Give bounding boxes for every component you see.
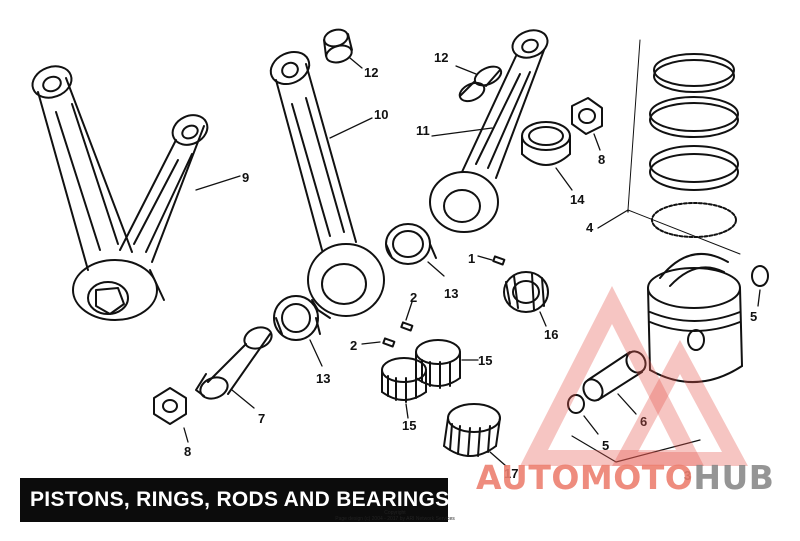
copyright-line-1: Copyright xyxy=(384,510,406,516)
copyright-notice: Copyright Page design (c) 2004 - 2017 by… xyxy=(330,510,460,522)
callout-8-lower: 8 xyxy=(184,444,191,459)
callout-4: 4 xyxy=(586,220,594,235)
bearing-race-13-upper xyxy=(385,223,445,277)
callout-bracket-3 xyxy=(571,435,701,463)
bearing-race-13-lower xyxy=(273,295,323,367)
watermark-word-1: AUTO xyxy=(476,458,580,497)
callout-15-right: 15 xyxy=(478,353,492,368)
key-1 xyxy=(477,255,506,266)
connecting-rod-10 xyxy=(269,50,385,319)
callout-17: 17 xyxy=(504,466,518,481)
page-title: PISTONS, RINGS, RODS AND BEARINGS xyxy=(30,488,450,511)
connecting-rod-9 xyxy=(31,65,241,321)
cage-bearing-16 xyxy=(503,271,549,327)
connecting-rod-11 xyxy=(429,29,549,233)
callout-16: 16 xyxy=(544,327,558,342)
bearing-race-14 xyxy=(521,121,573,191)
callout-1: 1 xyxy=(468,251,475,266)
cage-bearing-15-a xyxy=(415,339,479,389)
key-2-b xyxy=(361,337,396,348)
watermark-logo-text: AUTOMOTOHUB xyxy=(476,458,774,497)
crank-pin-7 xyxy=(195,326,273,409)
callout-14: 14 xyxy=(570,192,585,207)
circlip-5-lower xyxy=(567,394,599,435)
callout-3: 3 xyxy=(684,468,691,483)
key-2-a xyxy=(400,301,414,332)
callout-7: 7 xyxy=(258,411,265,426)
circlip-5-right xyxy=(751,265,769,307)
callout-5-right: 5 xyxy=(750,309,757,324)
wrist-pin-6 xyxy=(582,350,647,415)
nut-8-lower xyxy=(153,387,189,443)
callout-12-right: 12 xyxy=(434,50,448,65)
callout-11: 11 xyxy=(416,123,430,138)
nut-8-top xyxy=(571,97,603,151)
watermark-word-2: MOTO xyxy=(579,458,694,497)
callout-2-upper: 2 xyxy=(410,290,417,305)
callout-15-lower: 15 xyxy=(402,418,416,433)
callout-5-lower: 5 xyxy=(602,438,609,453)
callout-8-top: 8 xyxy=(598,152,605,167)
callout-13-upper: 13 xyxy=(444,286,458,301)
callout-13-lower: 13 xyxy=(316,371,330,386)
bushing-12-top xyxy=(323,28,363,69)
callout-10: 10 xyxy=(374,107,388,122)
cage-bearing-15-b xyxy=(381,357,427,419)
callout-6: 6 xyxy=(640,414,647,429)
copyright-line-2: Page design (c) 2004 - 2017 by ARI Netwo… xyxy=(335,516,455,522)
cage-bearing-17 xyxy=(443,403,507,467)
watermark-triangle-logo xyxy=(520,286,748,466)
watermark-word-3: HUB xyxy=(693,458,775,497)
piston xyxy=(647,253,743,384)
page-title-banner: PISTONS, RINGS, RODS AND BEARINGS xyxy=(20,478,450,522)
callout-12-top: 12 xyxy=(364,65,378,80)
callout-labels: 12 12 10 11 9 8 14 4 13 1 16 5 2 2 15 13… xyxy=(184,50,757,483)
callout-9: 9 xyxy=(242,170,249,185)
callout-2-lower: 2 xyxy=(350,338,357,353)
piston-rings-4 xyxy=(597,39,741,255)
bushing-12-right xyxy=(455,65,503,103)
